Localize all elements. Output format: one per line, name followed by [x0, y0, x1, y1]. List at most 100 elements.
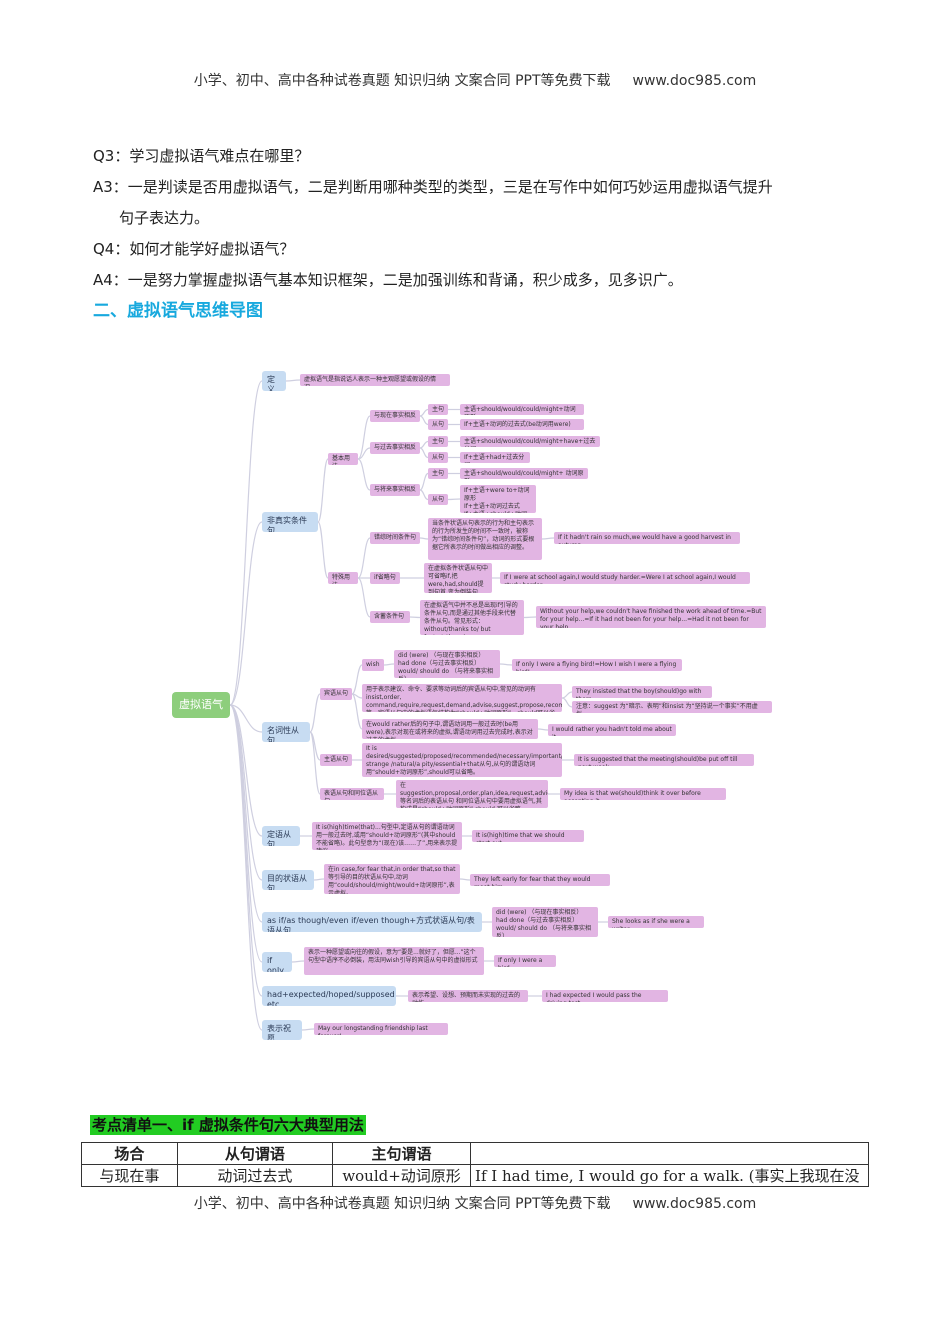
section-title: 二、虚拟语气思维导图: [93, 301, 263, 321]
mind-map-link: [419, 537, 429, 540]
mm-j-zhuju: 主句: [428, 468, 448, 479]
mm-shenglue: if省略句: [370, 572, 400, 584]
mind-map-link: [447, 498, 461, 501]
mm-teshu: 特殊用法: [328, 572, 358, 584]
mind-map-link: [537, 728, 549, 731]
mind-map-link: [229, 704, 263, 733]
mm-g-zhuju: 主句: [428, 436, 448, 447]
table-header-cell: [470, 1142, 869, 1165]
mm-hanyin-desc: 在虚拟语气中并不总是出现if引导的条件从句,而是通过其他手段来代替条件从句。常见…: [420, 600, 524, 635]
table-header-cell: 从句谓语: [176, 1142, 334, 1165]
mm-cuozong-desc: 当条件状语从句表示的行为和主句表示的行为所发生的时间不一致时，被称为“错综时间条…: [428, 518, 542, 560]
mm-j-sub: If+主语+were to+动词原形 If+主语+动词过去式 If+主语+sho…: [460, 485, 536, 513]
mind-map-link: [351, 664, 363, 695]
mm-xianzai: 与现在事实相反: [370, 410, 420, 422]
mind-map-link: [317, 521, 329, 579]
mind-map-link: [229, 521, 263, 706]
mind-map-link: [541, 537, 555, 540]
mm-zhuyuan: 表示祝愿: [262, 1020, 302, 1040]
mm-shenglue-desc: 在虚拟条件状语从句中可省略if,把were,had,should提到句首,变为倒…: [424, 563, 492, 593]
mm-biaoyu-desc: 在suggestion,proposal,order,plan,idea,req…: [396, 780, 548, 808]
mm-j-main: 主语+should/would/could/might+ 动词原形: [460, 468, 588, 479]
question-4: Q4：如何才能学好虚拟语气？: [93, 240, 295, 258]
mm-g-main: 主语+should/would/could/might+have+过去分词: [460, 436, 600, 447]
page-footer: 小学、初中、高中各种试卷真题 知识归纳 文案合同 PPT等免费下载 www.doc…: [0, 1193, 950, 1213]
mind-map-link: [309, 693, 321, 733]
mm-mudi-ex: They left early for fear that they would…: [470, 874, 610, 886]
mind-map-link: [301, 1028, 315, 1031]
table-header-row: 场合 从句谓语 主句谓语: [81, 1142, 869, 1165]
footer-text: 小学、初中、高中各种试卷真题 知识归纳 文案合同 PPT等免费下载: [193, 1196, 611, 1212]
mind-map-link: [229, 380, 263, 706]
table-cell: would+动词原形: [332, 1164, 472, 1187]
mm-zhuyuan-ex: May our longstanding friendship last for…: [314, 1023, 448, 1035]
mm-biaoyu-ex: My idea is that we(should)think it over …: [560, 788, 726, 800]
mm-g-sub: If+主语+had+过去分词: [460, 452, 530, 463]
mm-feizhenshi: 非真实条件句: [262, 512, 318, 532]
footer-url: www.doc985.com: [632, 1196, 757, 1212]
mm-ifonly: if only: [262, 952, 292, 972]
mm-asif-forms: did (were) （与现在事实相反） had done（与过去事实相反） w…: [492, 907, 598, 937]
qa-block: Q3：学习虚拟语气难点在哪里？ A3：一是判读是否用虚拟语气，二是判断用哪种类型…: [93, 141, 863, 296]
mm-binyu: 宾语从句: [320, 688, 352, 700]
mm-jianglai: 与将来事实相反: [370, 484, 420, 496]
mm-j-congju: 从句: [428, 494, 448, 505]
mind-map-link: [419, 440, 429, 449]
mind-map-link: [357, 537, 371, 579]
table-header-cell: 场合: [81, 1142, 178, 1165]
mm-rather-ex: I would rather you hadn't told me about …: [548, 724, 676, 736]
mind-map-link: [357, 577, 371, 618]
mm-ifonly-ex: If only I were a bird: [494, 955, 556, 967]
mm-guoqu: 与过去事实相反: [370, 442, 420, 454]
mm-had-desc: 表示希望、设想、预期而未实现的过去的动作: [408, 990, 528, 1002]
kaodian-title: 考点清单一、if 虚拟条件句六大典型用法: [90, 1115, 366, 1135]
mm-zhuyu-desc: It is desired/suggested/proposed/recomme…: [362, 743, 562, 777]
mm-asif-ex: She looks as if she were a writer.: [608, 916, 704, 928]
mm-zhuyu: 主语从句: [320, 754, 352, 766]
mm-root: 虚拟语气: [172, 692, 230, 718]
mind-map-link: [229, 704, 263, 1031]
mind-map-link: [309, 731, 321, 795]
mind-map-link: [313, 878, 325, 881]
mind-map-link: [409, 616, 421, 619]
mind-map-link: [523, 616, 537, 619]
answer-4: A4：一是努力掌握虚拟语气基本知识框架，二是加强训练和背诵，积少成多，见多识广。: [93, 271, 683, 289]
mm-cuozong: 错综时间条件句: [370, 532, 420, 544]
mm-mudi: 目的状语从句: [262, 870, 314, 890]
mm-dingyu: 定语从句: [262, 826, 300, 846]
mm-rather: 在would rather后的句子中,谓语动词用一般过去时(be用were),表…: [362, 719, 538, 739]
mind-map-link: [357, 458, 371, 491]
mind-map-link: [561, 691, 573, 699]
mind-map-link: [419, 447, 429, 459]
mm-cuozong-ex: If it hadn't rain so much,we would have …: [554, 532, 740, 544]
mm-g-congju: 从句: [428, 452, 448, 463]
mind-map-link: [561, 697, 573, 708]
mind-map-link: [419, 408, 429, 417]
table-cell: 与现在事: [81, 1164, 178, 1187]
mm-dingyi: 定义: [262, 371, 286, 391]
mind-map-link: [459, 878, 471, 881]
table-header-cell: 主句谓语: [332, 1142, 472, 1165]
mind-map-link: [357, 415, 371, 460]
mm-wish: wish: [362, 659, 384, 671]
mind-map-link: [229, 704, 263, 963]
mm-zhuyu-ex: It is suggested that the meeting(should)…: [574, 754, 754, 766]
mm-x-main: 主语+should/would/could/might+动词原形: [460, 404, 584, 415]
mm-jianyi-note: 注意：suggest 为“暗示、表明”和insist 为“坚持说一个事实”不用虚…: [572, 701, 772, 713]
mm-dingyi-desc: 虚拟语气是指说话人表示一种主观愿望或假设的情况。: [300, 374, 450, 386]
mm-hanyin: 含蓄条件句: [370, 611, 410, 623]
mind-map-link: [419, 489, 429, 501]
table-cell: If I had time, I would go for a walk. (事…: [470, 1164, 869, 1187]
mm-ifonly-desc: 表示一种愿望或向往的假设，意为“要是...就好了，但愿...”这个句型中语序不必…: [304, 947, 484, 975]
mind-map-link: [499, 663, 513, 666]
mm-had: had+expected/hoped/supposed etc.: [262, 986, 396, 1006]
mm-x-congju: 从句: [428, 419, 448, 430]
header-url: www.doc985.com: [632, 73, 757, 89]
mind-map-link: [285, 379, 301, 382]
mind-map-link: [419, 415, 429, 426]
table-cell: 动词过去式: [176, 1164, 334, 1187]
mind-map-link: [357, 447, 371, 460]
mm-wish-ex: If only I were a flying bird!=How I wish…: [512, 659, 682, 671]
mind-map-link: [317, 458, 329, 523]
